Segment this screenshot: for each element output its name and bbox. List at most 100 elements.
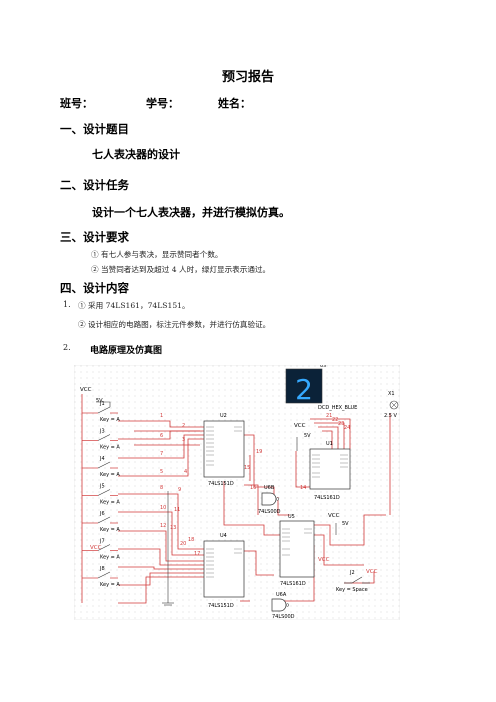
section-2-heading: 二、设计任务 xyxy=(60,178,129,192)
net-number: 4 xyxy=(184,469,187,475)
switch-ref: J4 xyxy=(99,456,105,462)
net-number: 12 xyxy=(160,523,166,529)
chip-u1-label: 74LS161D xyxy=(314,495,340,501)
vcc-label-right: VCC xyxy=(366,569,378,575)
section-1-content: 七人表决器的设计 xyxy=(92,148,180,161)
vcc-label-left: VCC xyxy=(90,545,102,551)
net-number: 13 xyxy=(170,525,176,531)
net-number: 22 xyxy=(332,417,338,423)
switch-label: Key = A xyxy=(100,500,120,506)
net-number: 7 xyxy=(160,451,163,457)
switch-ref: J6 xyxy=(99,511,105,517)
net-number: 9 xyxy=(178,487,181,493)
probe-label: 2.5 V xyxy=(384,413,398,419)
space-switch xyxy=(344,576,370,584)
net-number: 18 xyxy=(188,537,194,543)
switch-label: Key = A xyxy=(100,472,120,478)
chip-u1-ref: U1 xyxy=(326,441,333,447)
net-number: 10 xyxy=(160,505,166,511)
net-number: 11 xyxy=(174,507,180,513)
net-number: 3 xyxy=(182,437,185,443)
supply-label-u5: 5V xyxy=(342,521,349,527)
gate-u6b xyxy=(261,492,277,506)
gate-u6a-bubble xyxy=(285,603,290,607)
net-number: 1 xyxy=(160,413,163,419)
chip-u5-ref: U5 xyxy=(288,514,295,520)
section-4-heading: 四、设计内容 xyxy=(60,281,129,295)
content-item-3-text: 电路原理及仿真图 xyxy=(90,346,163,356)
switch-label: Key = A xyxy=(100,582,120,588)
requirement-item-2: ② 当赞同者达到及超过 4 人时，绿灯显示表示通过。 xyxy=(91,265,271,274)
switch-label: Key = A xyxy=(100,555,120,561)
seven-segment-display xyxy=(285,368,323,404)
switch-label: Key = A xyxy=(100,417,120,423)
display-ref: U3 xyxy=(320,365,326,369)
wires xyxy=(81,394,391,604)
vcc-label-mid: VCC xyxy=(318,557,330,563)
ground-wires xyxy=(96,401,337,606)
switch-label: Key = A xyxy=(100,445,120,451)
display-label: DCD_HEX_BLUE xyxy=(318,405,357,411)
chip-u5-label: 74LS161D xyxy=(280,581,306,587)
chip-u2-pins xyxy=(206,426,242,466)
requirement-item-1: ① 有七人参与表决，显示赞同者个数。 xyxy=(91,250,223,259)
switch-ref: J5 xyxy=(99,484,105,490)
net-number: 17 xyxy=(194,551,200,557)
display-digit: 2 xyxy=(295,373,313,406)
net-number: 19 xyxy=(256,449,262,455)
switch-ref: J1 xyxy=(99,401,105,407)
chip-u4-pins xyxy=(206,548,242,578)
net-number: 8 xyxy=(160,485,163,491)
chip-u4-ref: U4 xyxy=(220,533,227,539)
section-1-heading: 一、设计题目 xyxy=(60,122,129,136)
page-title: 预习报告 xyxy=(221,70,274,85)
net-number: 5 xyxy=(160,469,163,475)
chip-u1-pins xyxy=(312,454,348,478)
space-switch-label: Key = Space xyxy=(336,587,368,593)
gate-u6a-ref: U6A xyxy=(276,592,287,598)
gate-u6a xyxy=(271,598,287,612)
chip-u2-ref: U2 xyxy=(220,413,227,419)
student-id-label: 学号： xyxy=(146,97,179,110)
vcc-label-topleft: VCC xyxy=(80,387,92,393)
name-label: 姓名： xyxy=(218,97,251,110)
chip-u1 xyxy=(309,448,351,490)
net-number: 16 xyxy=(250,485,256,491)
net-number: 6 xyxy=(160,433,163,439)
class-label: 班号： xyxy=(60,97,93,110)
switch-label: Key = A xyxy=(100,527,120,533)
net-number: 20 xyxy=(180,541,186,547)
chip-u2 xyxy=(203,420,245,478)
net-number: 23 xyxy=(338,421,344,427)
chip-u5-pins xyxy=(282,528,312,556)
content-item-3-number: 2. xyxy=(63,343,71,352)
switch-ref: J3 xyxy=(99,429,105,435)
gate-u6b-label: 74LS00D xyxy=(258,509,281,515)
gate-u6b-ref: U6B xyxy=(264,485,275,491)
net-number: 21 xyxy=(326,413,332,419)
probe-ref: X1 xyxy=(388,391,395,397)
content-item-1-text: ① 采用 74LS161，74LS151。 xyxy=(78,301,190,310)
section-3-heading: 三、设计要求 xyxy=(60,230,129,244)
section-2-content: 设计一个七人表决器，并进行模拟仿真。 xyxy=(92,206,290,219)
content-item-2-text: ② 设计相应的电路图，标注元件参数，并进行仿真验证。 xyxy=(78,320,271,329)
net-number: 24 xyxy=(344,425,350,431)
switch-ref: J8 xyxy=(99,566,105,572)
chip-u2-label: 74LS151D xyxy=(208,481,234,487)
space-switch-ref: J2 xyxy=(349,570,355,576)
vcc-label-u5: VCC xyxy=(328,513,340,519)
net-number: 15 xyxy=(244,465,250,471)
net-number: 2 xyxy=(182,423,185,429)
net-number: 14 xyxy=(300,485,306,491)
supply-label-topleft: 5V xyxy=(96,398,103,404)
switch-ref: J7 xyxy=(99,539,105,545)
gate-u6b-bubble xyxy=(275,497,280,501)
